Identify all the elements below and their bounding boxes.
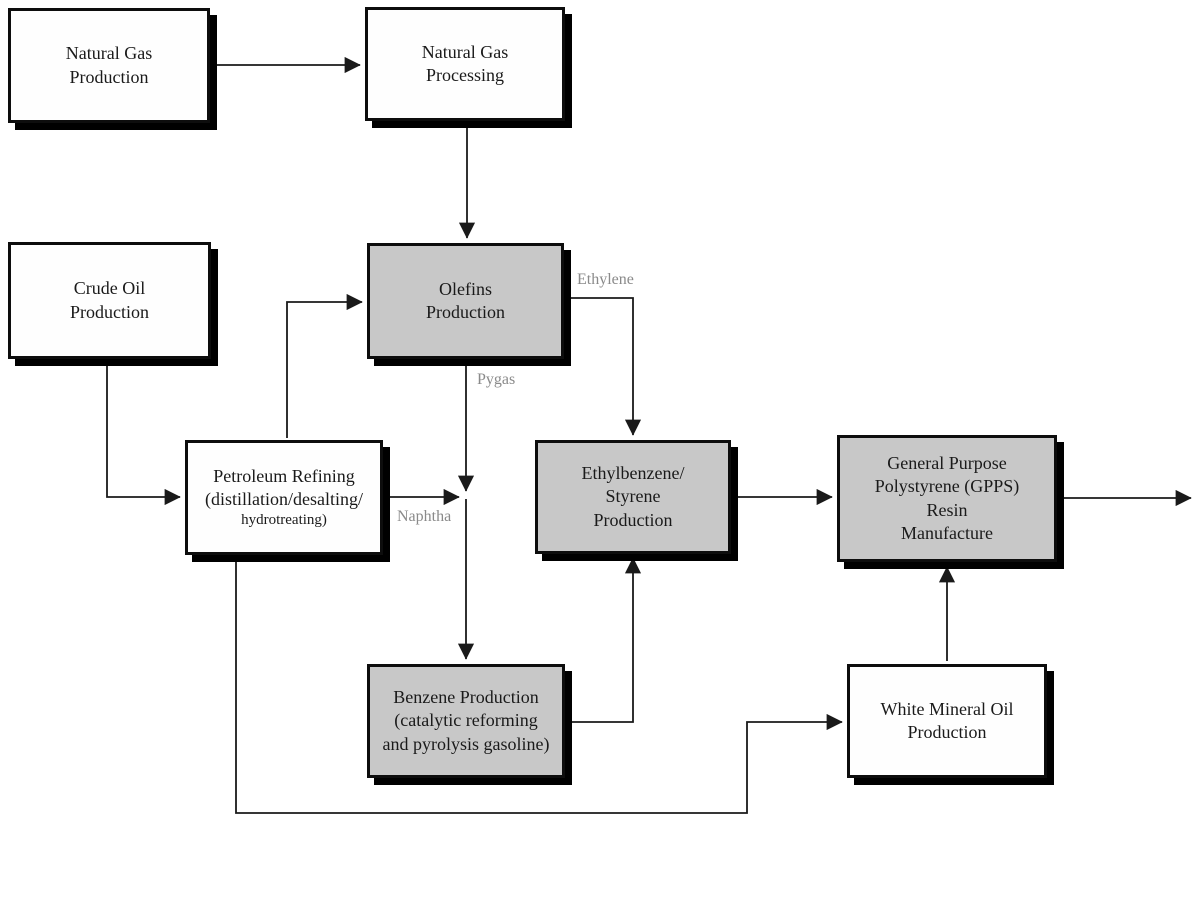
node-label: Polystyrene (GPPS) — [874, 476, 1020, 497]
node-label: Manufacture — [901, 522, 993, 543]
connector-olefins-ethylene-to-ebstyrene — [567, 297, 642, 436]
node-label: Processing — [426, 65, 504, 85]
connector-crudeoil-to-petrefining — [106, 361, 181, 506]
edge-label-pygas: Pygas — [477, 371, 516, 388]
edge-label-ethylene: Ethylene — [577, 271, 634, 288]
node-crude-oil-production: Crude Oil Production — [8, 242, 211, 359]
node-label: hydrotreating) — [241, 511, 327, 528]
node-natural-gas-production: Natural Gas Production — [8, 8, 210, 123]
node-white-mineral-oil-production: White Mineral Oil Production — [847, 664, 1047, 778]
node-label: and pyrolysis gasoline) — [382, 733, 550, 754]
node-label: General Purpose — [887, 453, 1007, 474]
node-label: Styrene — [605, 486, 661, 507]
connector-benzene-to-ebstyrene — [568, 557, 642, 723]
node-ethylbenzene-styrene-production: Ethylbenzene/ Styrene Production — [535, 440, 731, 554]
node-label: (distillation/desalting/ — [205, 488, 363, 509]
node-label: White Mineral Oil — [880, 698, 1014, 719]
connector-petrefining-to-whitemineraloil — [235, 557, 843, 814]
node-label: Natural Gas — [65, 43, 153, 64]
node-gpps-resin-manufacture: General Purpose Polystyrene (GPPS) Resin… — [837, 435, 1057, 562]
node-label: Benzene Production — [393, 687, 539, 708]
node-olefins-production: Olefins Production — [367, 243, 564, 359]
node-label: (catalytic reforming — [394, 710, 538, 731]
node-label: Production — [907, 722, 987, 742]
node-label: Production — [426, 302, 505, 322]
node-natural-gas-processing: Natural Gas Processing — [365, 7, 565, 121]
node-label: Production — [70, 301, 149, 322]
node-petroleum-refining: Petroleum Refining (distillation/desalti… — [185, 440, 383, 555]
node-benzene-production: Benzene Production (catalytic reforming … — [367, 664, 565, 778]
connector-petrefining-to-olefins — [286, 293, 363, 438]
node-label: Olefins — [439, 278, 492, 299]
edge-label-naphtha: Naphtha — [397, 508, 452, 525]
node-label: Petroleum Refining — [213, 465, 355, 486]
node-label: Production — [69, 66, 149, 87]
node-label: Crude Oil — [73, 278, 146, 299]
node-label: Resin — [926, 499, 968, 520]
node-label: Production — [593, 509, 673, 530]
node-label: Natural Gas — [421, 41, 509, 62]
node-label: Ethylbenzene/ — [581, 463, 685, 484]
